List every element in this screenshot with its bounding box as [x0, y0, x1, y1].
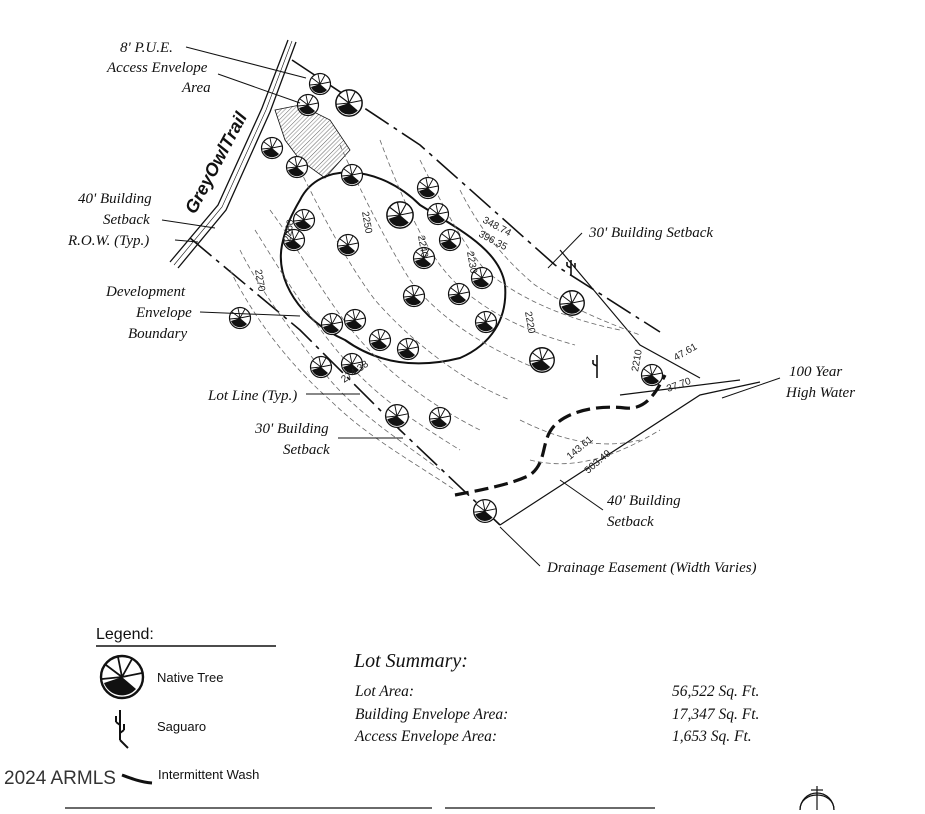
tree: [416, 176, 440, 200]
callout-setback-30-bottom-2: Setback: [283, 442, 330, 458]
lot-summary-title: Lot Summary:: [353, 650, 468, 672]
contour-2240: 2240: [415, 235, 430, 259]
building-envelope-value: 17,347 Sq. Ft.: [672, 706, 759, 723]
tree: [640, 363, 664, 387]
native-tree-icon: [99, 654, 145, 700]
tree: [336, 233, 360, 257]
tree: [335, 89, 363, 117]
tree: [402, 284, 426, 308]
contour-2250: 2250: [359, 211, 374, 235]
contour-2230: 2230: [464, 251, 479, 275]
callout-setback-30-right: 30' Building Setback: [588, 225, 713, 241]
dimension-labels: 348.74 396.35 47.61 37.70 143.61 503.49 …: [252, 211, 700, 477]
tree: [384, 403, 410, 429]
copyright-watermark: 2024 ARMLS: [4, 768, 116, 789]
saguaro-icon: [115, 710, 129, 749]
tree: [340, 163, 364, 187]
access-envelope-value: 1,653 Sq. Ft.: [672, 728, 752, 745]
tree: [343, 308, 367, 332]
legend-item-intermittent-wash: Intermittent Wash: [158, 767, 259, 782]
saguaros: [566, 260, 598, 378]
dim-37: 37.70: [665, 376, 693, 395]
callout-envelope: Envelope: [135, 305, 192, 321]
legend-item-native-tree: Native Tree: [157, 670, 223, 685]
tree: [438, 228, 462, 252]
tree: [386, 201, 414, 229]
legend-item-saguaro: Saguaro: [157, 719, 206, 734]
tree: [474, 310, 498, 334]
contour-2270: 2270: [252, 269, 267, 293]
tree: [529, 347, 555, 373]
contour-2210: 2210: [630, 348, 645, 372]
tree: [472, 498, 498, 524]
legend-title: Legend:: [96, 626, 154, 643]
development-envelope-boundary: [279, 171, 507, 365]
callout-high-water: 100 Year: [789, 364, 842, 380]
leader-lines: [161, 46, 781, 567]
lot-area-value: 56,522 Sq. Ft.: [672, 683, 759, 700]
building-envelope-label: Building Envelope Area:: [355, 706, 508, 723]
tree: [228, 306, 252, 330]
tree: [260, 136, 284, 160]
tree: [368, 328, 392, 352]
callout-drainage-easement: Drainage Easement (Width Varies): [546, 560, 757, 576]
tree: [308, 72, 332, 96]
tree: [296, 93, 320, 117]
dim-143: 143.61: [565, 434, 596, 462]
lot-boundary: [169, 39, 761, 526]
tree: [426, 202, 450, 226]
callout-lot-line: Lot Line (Typ.): [207, 388, 297, 404]
road-name-label: GreyOwlTrail: [181, 108, 252, 217]
callout-setback-40-bottom-2: Setback: [607, 514, 654, 530]
tree: [447, 282, 471, 306]
callout-setback-30-bottom: 30' Building: [254, 421, 329, 437]
callout-pue: 8' P.U.E.: [120, 40, 173, 56]
tree: [320, 312, 344, 336]
callout-access-envelope: Access Envelope: [106, 60, 208, 76]
tree: [309, 355, 333, 379]
tree: [396, 337, 420, 361]
north-arrow-icon: [799, 786, 835, 811]
legend: Legend: Native Tree Saguaro Intermittent…: [96, 626, 276, 785]
intermittent-wash: [454, 374, 667, 497]
callout-development: Development: [105, 284, 186, 300]
dim-503: 503.49: [583, 448, 614, 476]
callout-row: R.O.W. (Typ.): [67, 233, 149, 249]
tree: [559, 290, 585, 316]
intermittent-wash-icon: [121, 773, 153, 785]
tree: [428, 406, 452, 430]
contour-2220: 2220: [522, 311, 537, 335]
dim-47: 47.61: [672, 341, 700, 363]
callout-setback-40-top: 40' Building: [78, 191, 152, 207]
callout-high-water-2: High Water: [785, 385, 855, 401]
contour-2260: 2260: [282, 218, 297, 242]
callout-access-envelope-area: Area: [181, 80, 211, 96]
callout-setback-40-bottom: 40' Building: [607, 493, 681, 509]
tree: [285, 155, 309, 179]
callout-setback-40-top-2: Setback: [103, 212, 150, 228]
callout-boundary: Boundary: [128, 326, 188, 342]
lot-area-label: Lot Area:: [354, 683, 414, 700]
lot-summary: Lot Summary: Lot Area: 56,522 Sq. Ft. Bu…: [353, 650, 759, 745]
tree: [292, 208, 316, 232]
access-envelope-label: Access Envelope Area:: [354, 728, 497, 745]
plan-callouts: 8' P.U.E. Access Envelope Area 40' Build…: [67, 40, 855, 576]
contour-lines: [229, 139, 661, 491]
